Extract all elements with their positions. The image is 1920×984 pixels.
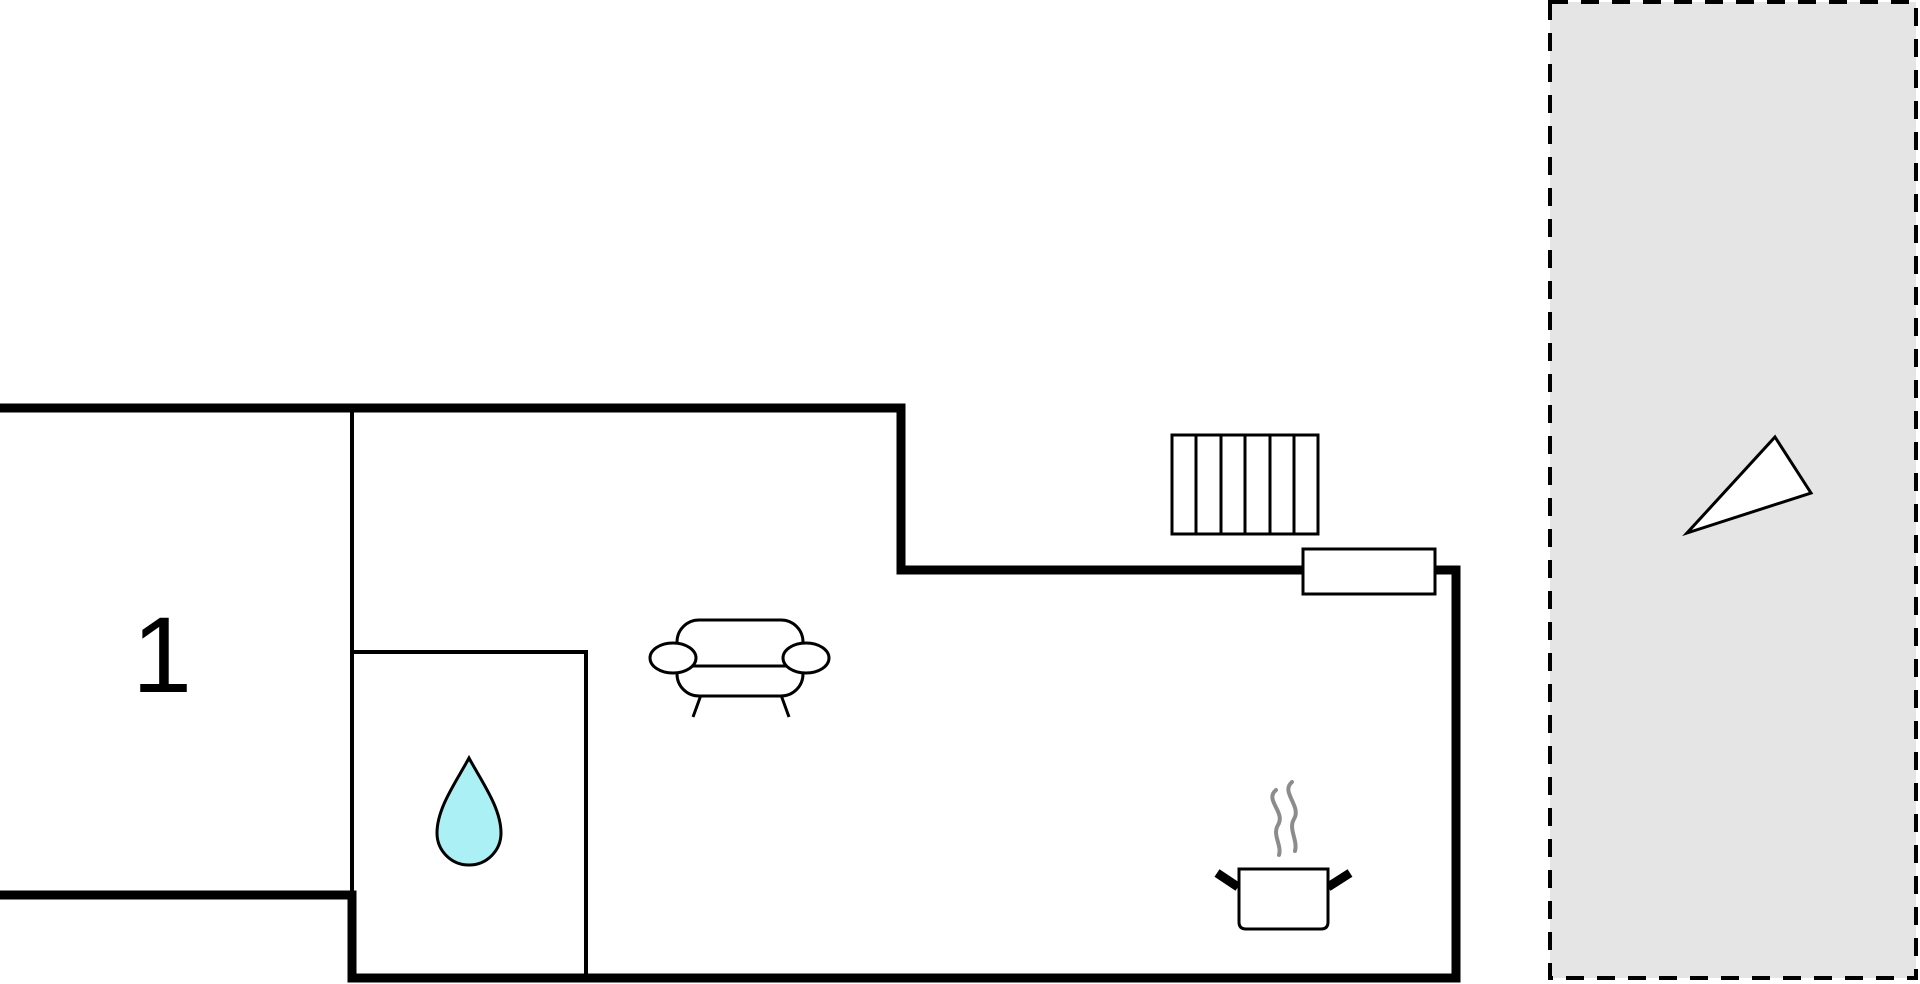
bathroom-wall bbox=[352, 650, 588, 978]
room-label-1: 1 bbox=[132, 594, 192, 715]
sofa-icon bbox=[648, 618, 831, 718]
compass-arrow-icon bbox=[1682, 434, 1814, 537]
window bbox=[1301, 547, 1437, 596]
water-drop-icon bbox=[435, 754, 503, 867]
cooking-pot-icon bbox=[1214, 780, 1353, 931]
radiator-icon bbox=[1170, 433, 1320, 536]
